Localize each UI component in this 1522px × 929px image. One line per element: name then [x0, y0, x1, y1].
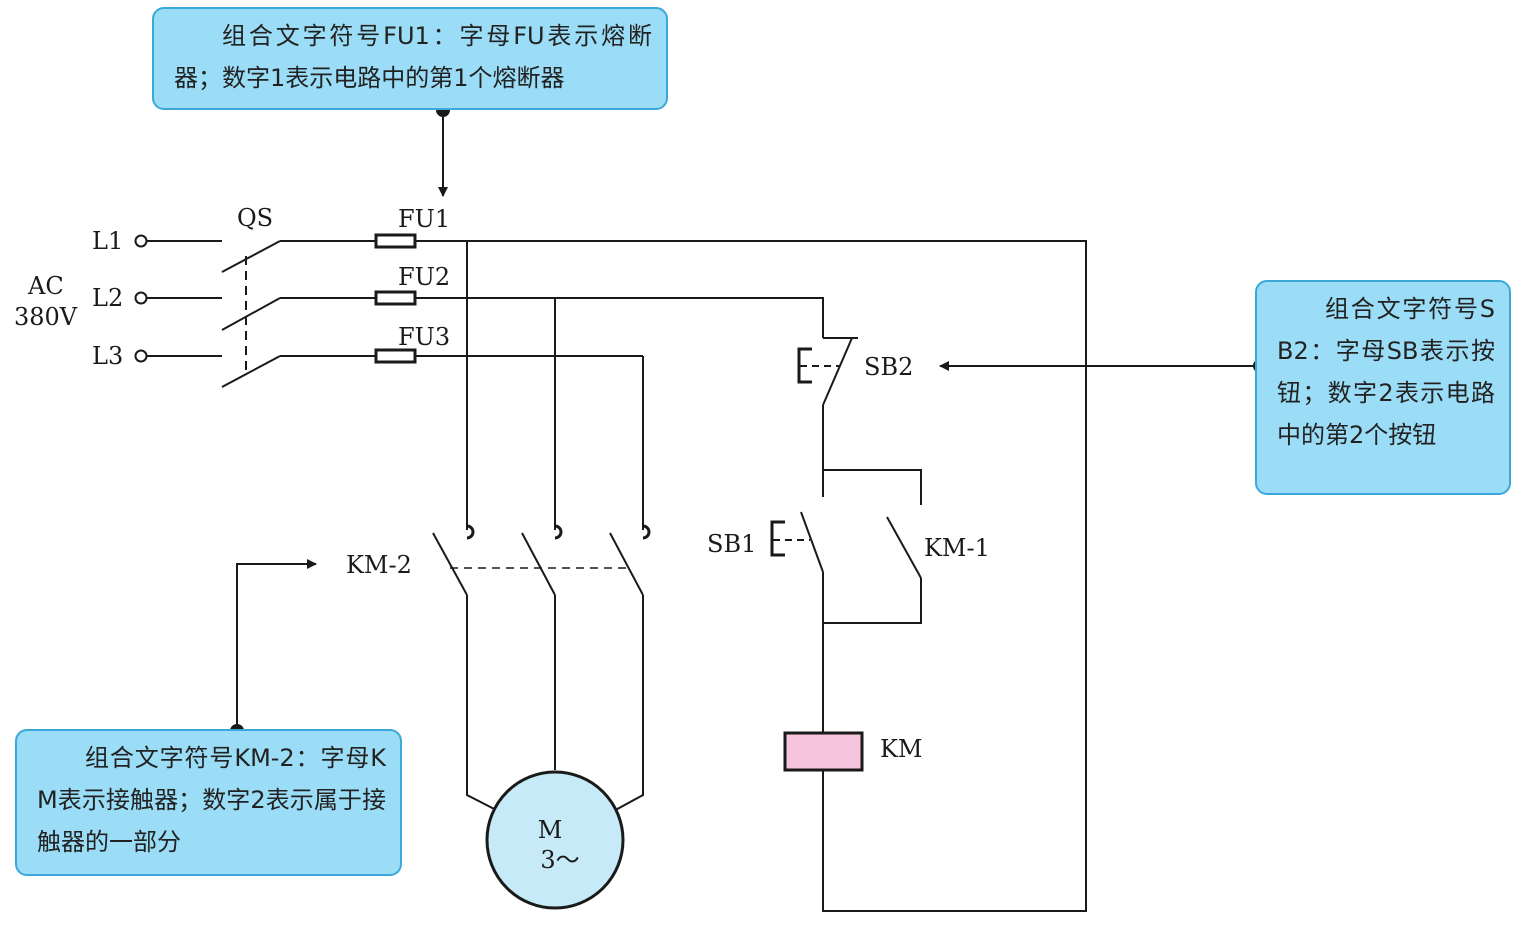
km2-arc-3: [642, 524, 651, 540]
qs-blade-3: [221, 355, 281, 388]
sb1-blade-line: [800, 511, 824, 573]
fuse-fu2: [374, 290, 417, 306]
label-ac: AC: [27, 272, 64, 300]
motor: [485, 770, 625, 910]
qs-blade-2: [221, 297, 281, 331]
km2-arc-2: [554, 524, 563, 540]
km2-arc-1: [466, 524, 475, 540]
callout-fu1-text: 组合文字符号FU1：字母FU表示熔断器；数字1表示电路中的第1个熔断器: [174, 22, 652, 92]
label-l2: L2: [92, 284, 123, 312]
km2-blade-1: [432, 532, 468, 596]
km-coil: [783, 731, 864, 772]
qs-blade-1: [221, 240, 281, 273]
label-fu2: FU2: [398, 263, 450, 291]
label-km1: KM-1: [924, 534, 990, 562]
label-l1: L1: [92, 227, 123, 255]
wire-branch-top: [823, 469, 922, 505]
leader-km2: [236, 559, 317, 729]
callout-fu1: 组合文字符号FU1：字母FU表示熔断器；数字1表示电路中的第1个熔断器: [152, 7, 668, 110]
callout-sb2-text: 组合文字符号SB2：字母SB表示按钮；数字2表示电路中的第2个按钮: [1277, 295, 1495, 449]
km2-blade-3: [609, 532, 644, 596]
fuse-fu3: [374, 348, 417, 364]
fuse-fu1: [374, 233, 417, 249]
label-voltage: 380V: [14, 303, 78, 331]
km1-blade: [886, 516, 922, 579]
sb2-actuator: [797, 347, 812, 384]
label-km-coil: KM: [880, 735, 923, 763]
label-fu1: FU1: [398, 205, 450, 233]
bus-l1: [415, 240, 1087, 912]
sb1-actuator: [770, 520, 785, 557]
label-motor-phase: 3～: [540, 846, 579, 874]
km2-blade-2: [521, 532, 556, 596]
terminal-l1: [134, 234, 148, 248]
terminal-l2: [134, 291, 148, 305]
label-l3: L3: [92, 342, 123, 370]
terminal-l3: [134, 349, 148, 363]
callout-km2: 组合文字符号KM-2：字母KM表示接触器；数字2表示属于接触器的一部分: [15, 729, 402, 876]
label-sb2: SB2: [864, 353, 913, 381]
label-km2: KM-2: [346, 551, 412, 579]
label-qs: QS: [237, 204, 273, 232]
wire-branch-bottom: [822, 572, 922, 624]
sb2-blade: [822, 337, 853, 406]
bus-l2: [415, 297, 824, 338]
label-sb1: SB1: [707, 530, 756, 558]
label-motor-m: M: [538, 816, 563, 844]
motor-lead-1: [466, 595, 503, 814]
callout-km2-text: 组合文字符号KM-2：字母KM表示接触器；数字2表示属于接触器的一部分: [37, 744, 386, 856]
motor-lead-3: [609, 595, 644, 814]
callout-sb2: 组合文字符号SB2：字母SB表示按钮；数字2表示电路中的第2个按钮: [1255, 280, 1511, 495]
label-fu3: FU3: [398, 323, 450, 351]
